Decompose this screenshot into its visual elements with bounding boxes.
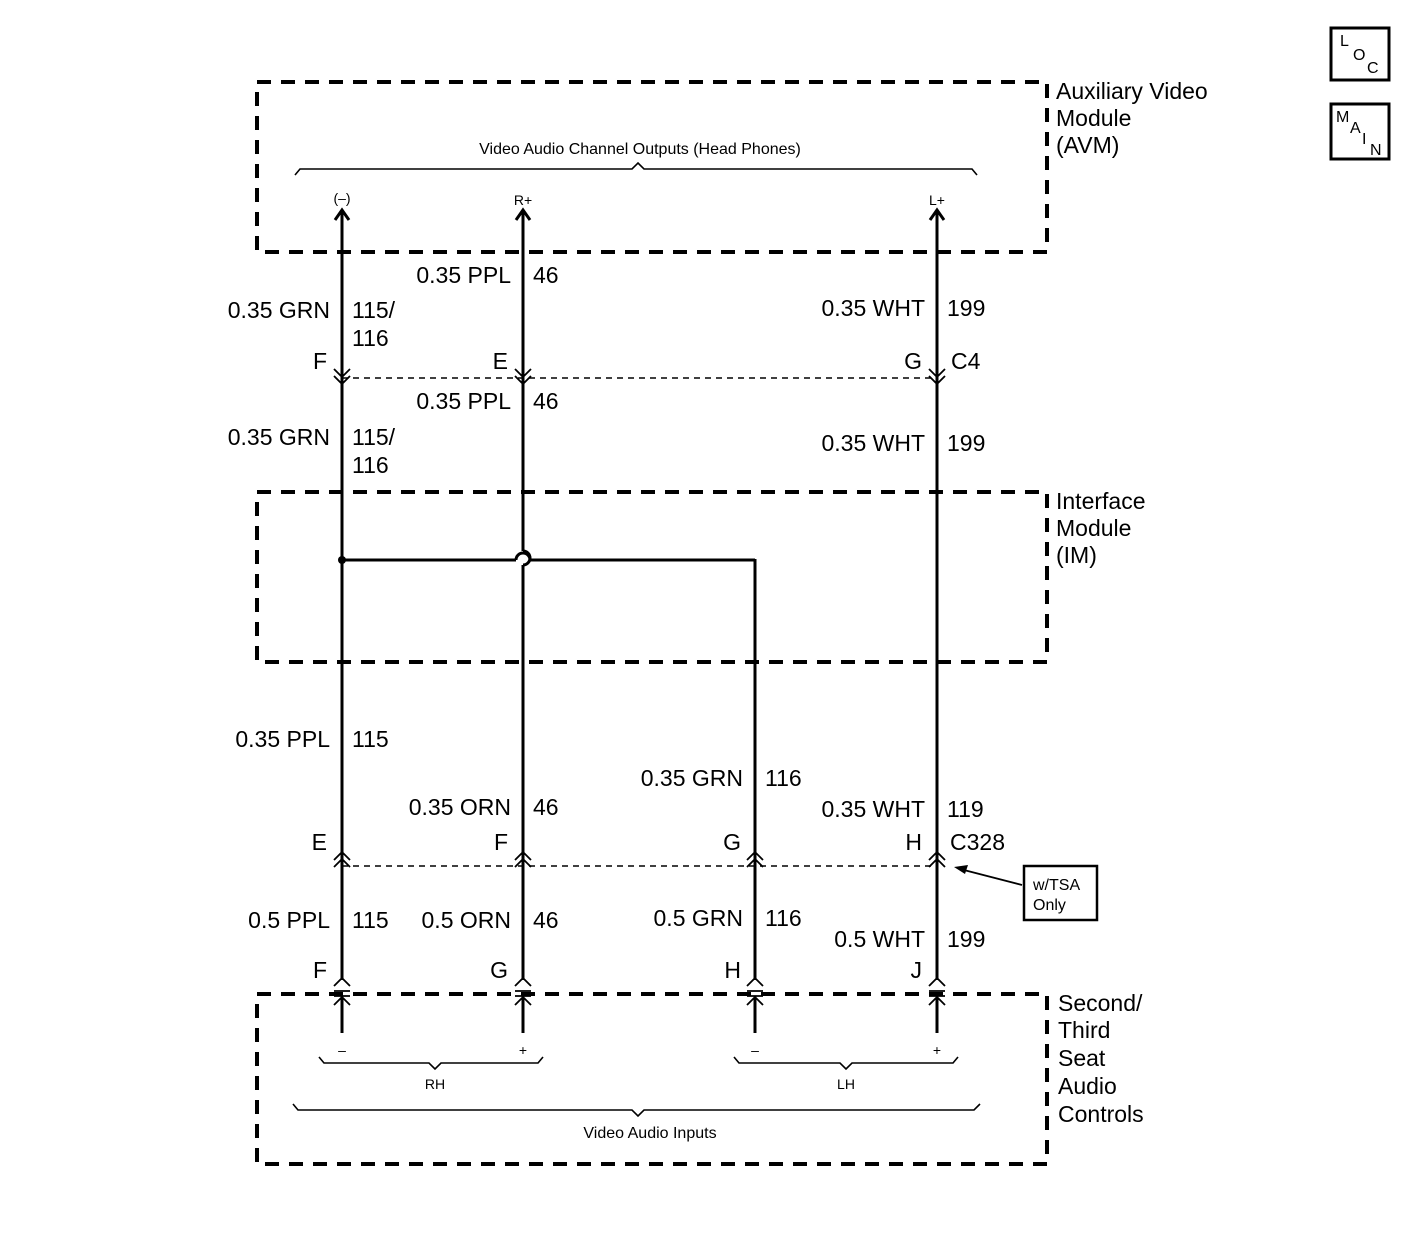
svg-text:w/TSA: w/TSA — [1032, 877, 1080, 894]
wire-b3-color: 0.35 ORN — [409, 794, 511, 820]
splice-hop — [514, 551, 532, 561]
avm-arrow-d — [928, 207, 946, 221]
seat-pin-a: F — [313, 957, 327, 983]
wire-a4-circuit: 115 — [352, 907, 389, 933]
wire-d1-color: 0.35 WHT — [821, 295, 925, 321]
wire-d3-circuit: 119 — [947, 796, 984, 822]
c328-name: C328 — [950, 829, 1005, 855]
c328-pin-a: E — [312, 829, 327, 855]
connector-c328-terminals — [333, 850, 946, 868]
c328-pin-d: H — [905, 829, 922, 855]
wire-a4-color: 0.5 PPL — [248, 907, 330, 933]
outputs-bracket — [294, 161, 978, 176]
main-letter-i: I — [1362, 131, 1366, 148]
loc-letter-l: L — [1340, 33, 1349, 50]
svg-text:Third: Third — [1058, 1017, 1110, 1043]
c4-pin-a: F — [313, 348, 327, 374]
wire-d4-circuit: 199 — [947, 926, 985, 952]
seat-title: Second/ Third Seat Audio Controls — [1058, 990, 1144, 1127]
main-button[interactable]: M A I N — [1329, 102, 1391, 161]
pin-rh-neg: – — [338, 1042, 346, 1058]
wire-d2-color: 0.35 WHT — [821, 430, 925, 456]
seat-pin-b: G — [490, 957, 508, 983]
wire-a2-circuit: 115/ — [352, 424, 396, 450]
wire-b3-circuit: 46 — [533, 794, 559, 820]
wire-d3-color: 0.35 WHT — [821, 796, 925, 822]
svg-text:Only: Only — [1033, 897, 1066, 914]
pin-lh-pos: + — [933, 1042, 941, 1058]
pin-lplus-top: L+ — [929, 192, 945, 208]
avm-module-box — [255, 80, 1049, 254]
main-letter-m: M — [1336, 109, 1349, 126]
c328-pin-c: G — [723, 829, 741, 855]
splice-dot — [338, 556, 346, 564]
c328-pin-b: F — [494, 829, 508, 855]
loc-letter-o: O — [1353, 47, 1365, 64]
main-letter-n: N — [1370, 142, 1382, 159]
svg-text:Seat: Seat — [1058, 1045, 1106, 1071]
inputs-label: Video Audio Inputs — [583, 1125, 716, 1142]
svg-text:(IM): (IM) — [1056, 542, 1097, 568]
wire-a1-color: 0.35 GRN — [228, 297, 330, 323]
main-letter-a: A — [1350, 120, 1361, 137]
loc-letter-c: C — [1367, 60, 1379, 77]
seat-pin-d: J — [911, 957, 923, 983]
connector-c4-terminals — [333, 368, 946, 386]
pin-rplus-top: R+ — [514, 192, 532, 208]
im-module-box — [255, 490, 1049, 664]
wire-c4-color: 0.5 GRN — [654, 905, 743, 931]
wire-b1-circuit: 46 — [533, 262, 559, 288]
seat-connector-terminals — [333, 976, 946, 1033]
c4-name: C4 — [951, 348, 981, 374]
seat-pin-c: H — [724, 957, 741, 983]
im-title: Interface Module (IM) — [1056, 488, 1146, 568]
wire-a1-circuit: 115/ — [352, 297, 396, 323]
svg-text:Controls: Controls — [1058, 1101, 1144, 1127]
svg-text:Second/: Second/ — [1058, 990, 1143, 1016]
wire-b4-circuit: 46 — [533, 907, 559, 933]
wire-a2-circuit-2: 116 — [352, 452, 389, 478]
c4-pin-b: E — [493, 348, 508, 374]
wire-b1-color: 0.35 PPL — [416, 262, 511, 288]
seat-module-box — [255, 992, 1049, 1166]
wire-b2-circuit: 46 — [533, 388, 559, 414]
wire-b2-color: 0.35 PPL — [416, 388, 511, 414]
svg-text:Module: Module — [1056, 515, 1131, 541]
lh-bracket — [733, 1056, 959, 1071]
wire-b4-color: 0.5 ORN — [422, 907, 511, 933]
wire-a1-circuit-2: 116 — [352, 325, 389, 351]
rh-bracket — [318, 1056, 544, 1071]
wire-c3-circuit: 116 — [765, 765, 802, 791]
wire-a2-color: 0.35 GRN — [228, 424, 330, 450]
avm-title: Auxiliary Video Module (AVM) — [1056, 78, 1208, 158]
pin-neg-top: (–) — [333, 190, 350, 206]
wire-d2-circuit: 199 — [947, 430, 985, 456]
svg-text:Auxiliary Video: Auxiliary Video — [1056, 78, 1208, 104]
svg-text:Audio: Audio — [1058, 1073, 1117, 1099]
avm-arrow-b — [514, 207, 532, 221]
loc-button[interactable]: L O C — [1329, 26, 1391, 82]
lh-label: LH — [837, 1076, 855, 1092]
c4-pin-d: G — [904, 348, 922, 374]
pin-rh-pos: + — [519, 1042, 527, 1058]
wire-a3-color: 0.35 PPL — [235, 726, 330, 752]
svg-text:(AVM): (AVM) — [1056, 132, 1119, 158]
wire-c3-color: 0.35 GRN — [641, 765, 743, 791]
outputs-label: Video Audio Channel Outputs (Head Phones… — [479, 141, 801, 158]
avm-arrow-a — [333, 207, 351, 221]
inputs-bracket — [292, 1103, 981, 1118]
rh-label: RH — [425, 1076, 445, 1092]
wire-d1-circuit: 199 — [947, 295, 985, 321]
tsa-note: w/TSA Only — [954, 864, 1099, 922]
wire-a3-circuit: 115 — [352, 726, 389, 752]
svg-text:Module: Module — [1056, 105, 1131, 131]
pin-lh-neg: – — [751, 1042, 759, 1058]
wire-d4-color: 0.5 WHT — [834, 926, 925, 952]
wire-c4-circuit: 116 — [765, 905, 802, 931]
svg-text:Interface: Interface — [1056, 488, 1146, 514]
